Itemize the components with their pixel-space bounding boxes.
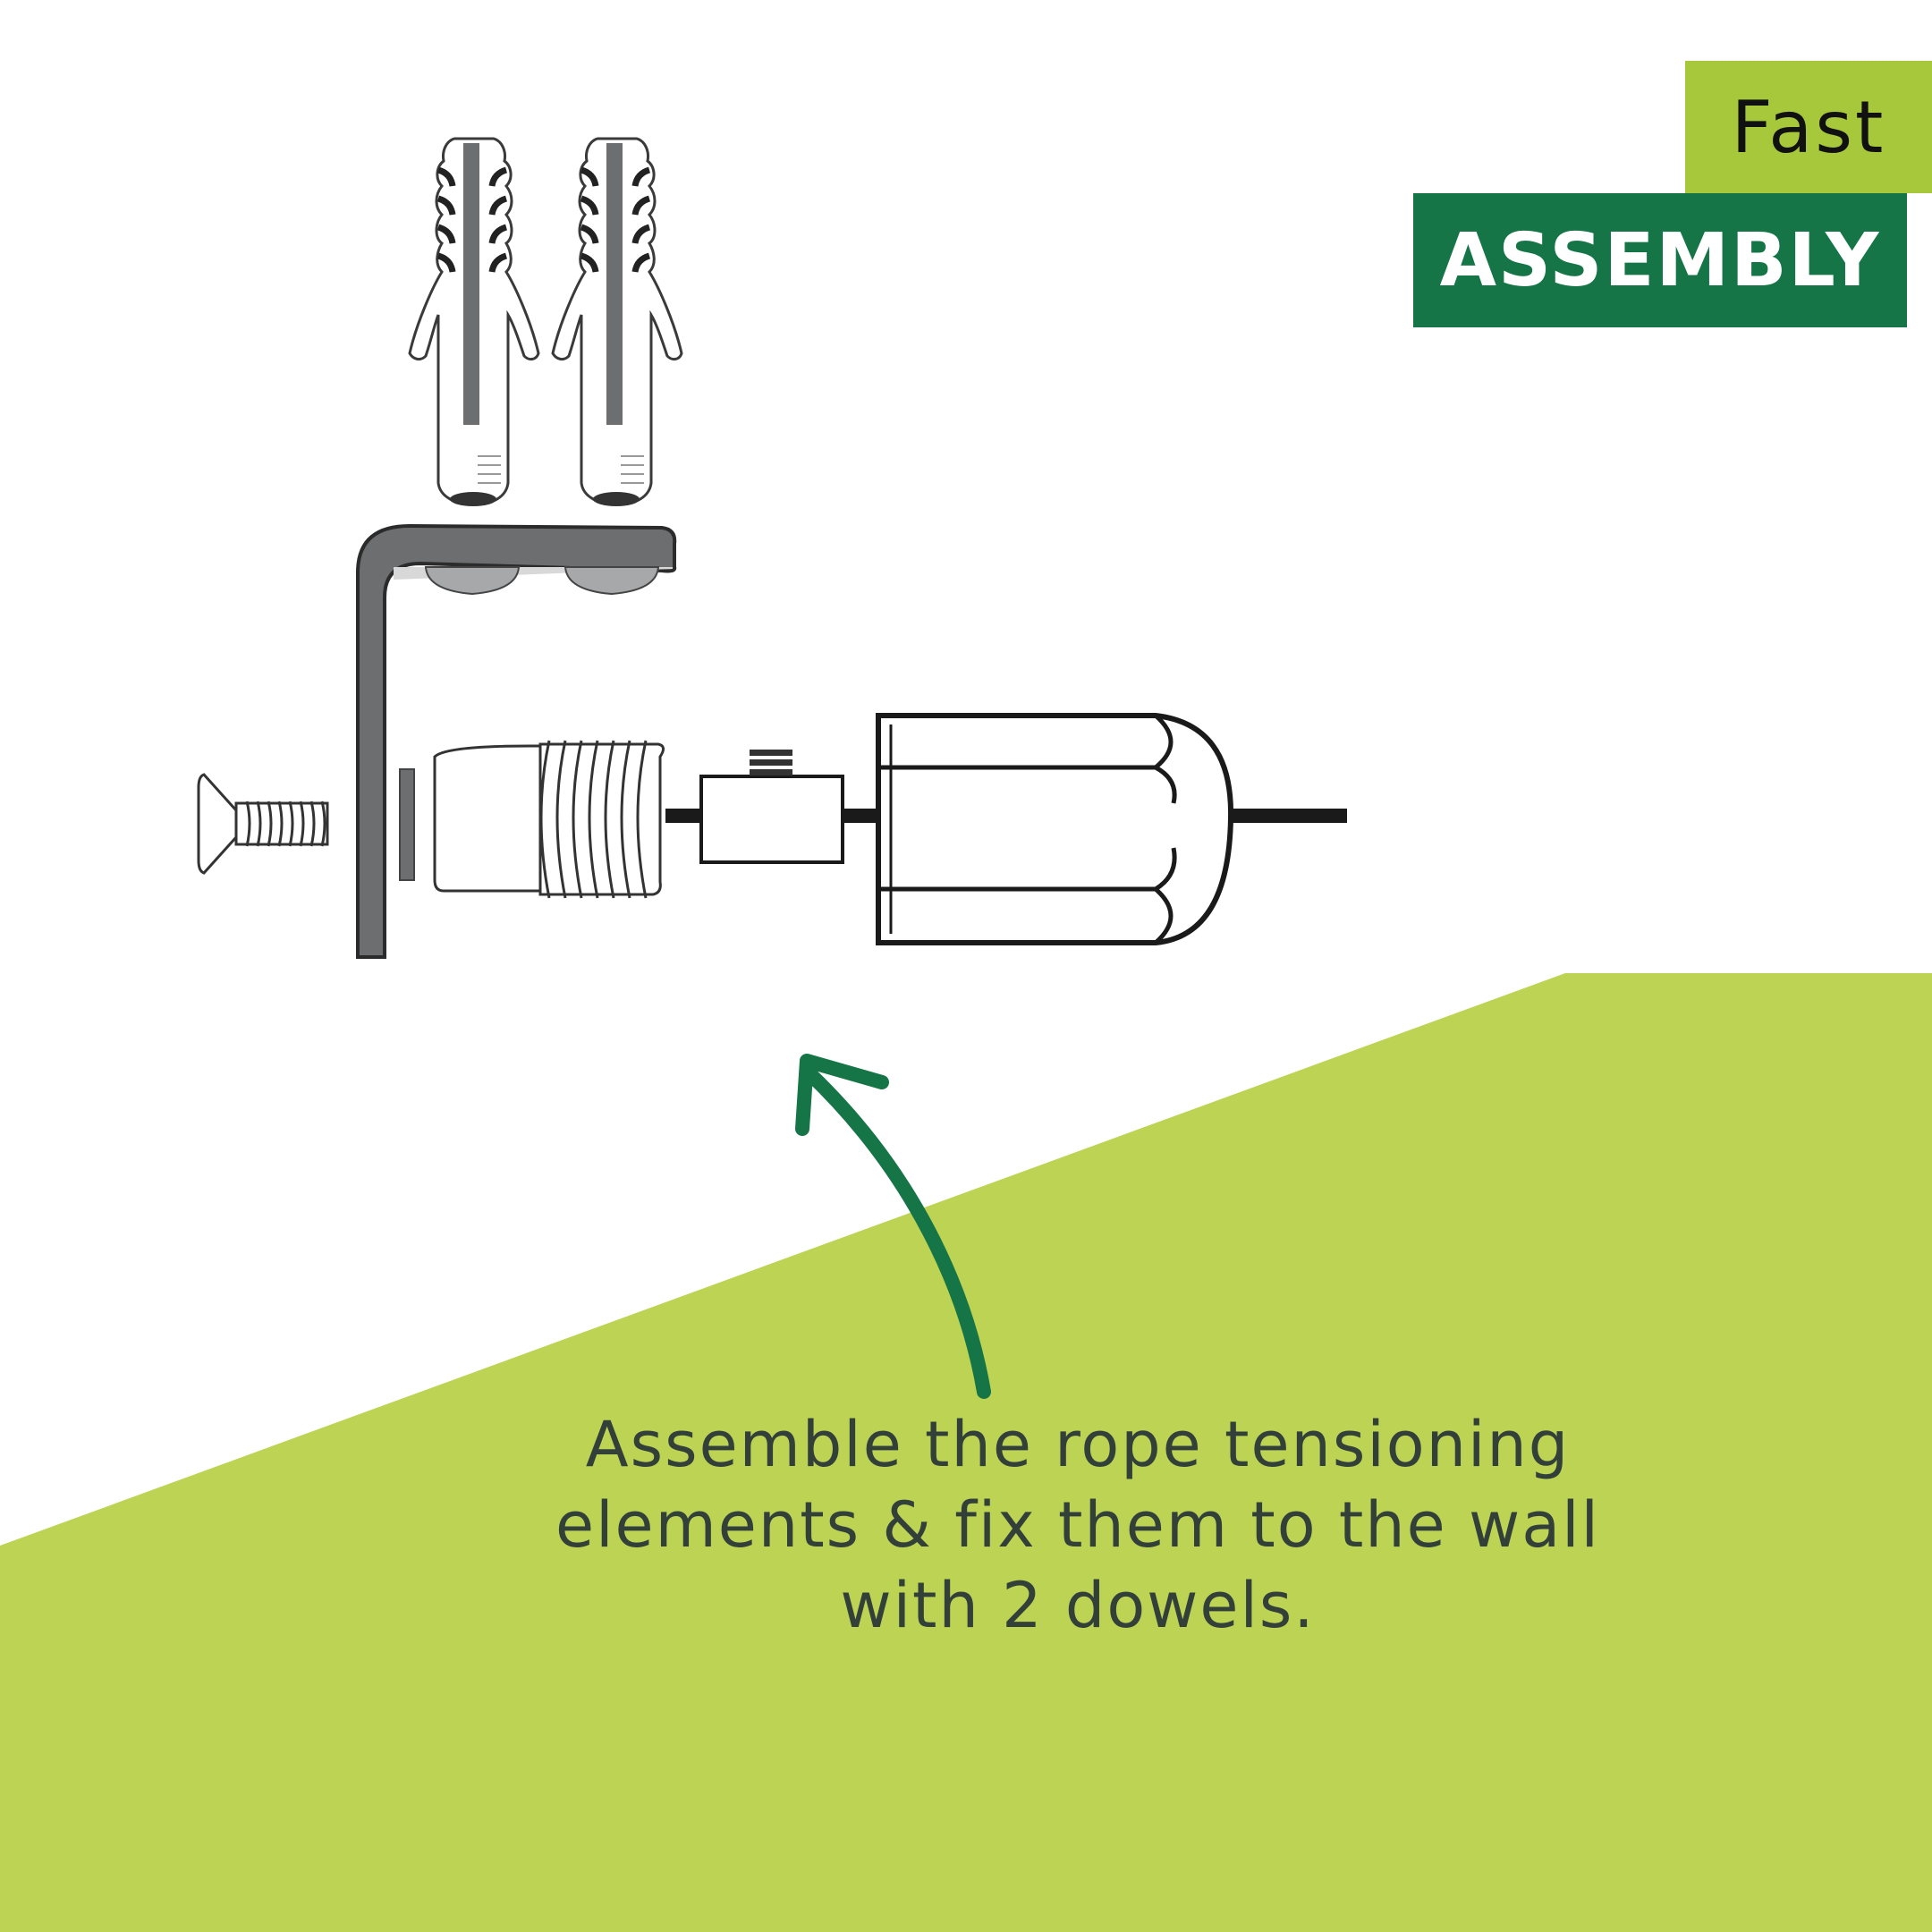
washer-icon (399, 768, 415, 881)
angle-bracket-icon (356, 523, 677, 959)
curved-arrow-icon (795, 1054, 991, 1399)
wall-dowel-icon (408, 137, 540, 506)
caption-line-3: with 2 dowels. (840, 1569, 1316, 1642)
caption-line-2: elements & fix them to the wall (555, 1488, 1600, 1562)
badge-assembly: ASSEMBLY (1413, 193, 1907, 327)
rope-clamp-icon (699, 750, 844, 864)
rope-icon (665, 809, 1347, 823)
wall-dowel-icon (551, 137, 683, 506)
threaded-sleeve-icon (433, 740, 665, 899)
lime-diagonal-background (0, 973, 1932, 1932)
countersunk-screw-icon (197, 773, 329, 875)
caption-line-1: Assemble the rope tensioning (585, 1408, 1571, 1481)
badge-fast: Fast (1685, 61, 1932, 193)
cap-nut-icon (876, 713, 1234, 945)
instruction-caption: Assemble the rope tensioning elements & … (501, 1404, 1655, 1646)
